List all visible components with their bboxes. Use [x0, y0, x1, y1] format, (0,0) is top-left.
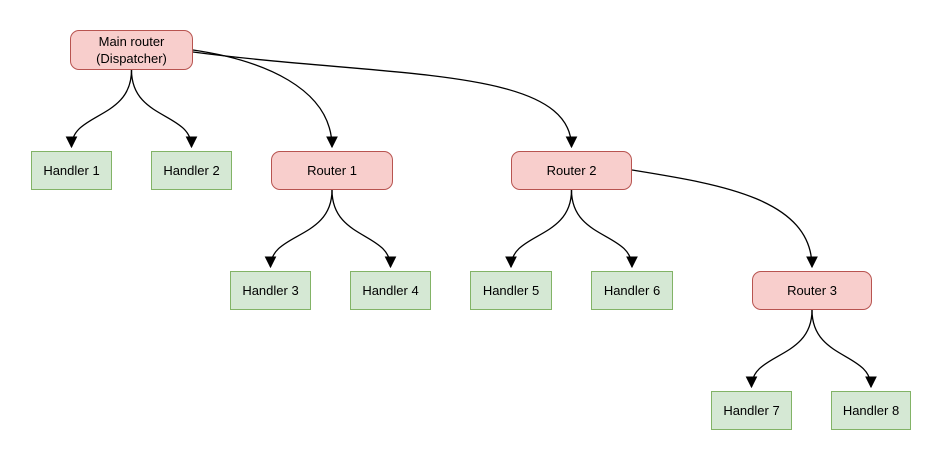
node-router-2: Router 2 [511, 151, 632, 190]
node-router-1-label: Router 1 [307, 163, 357, 178]
node-handler-8: Handler 8 [831, 391, 911, 430]
node-handler-2: Handler 2 [151, 151, 232, 190]
node-router-2-label: Router 2 [546, 163, 597, 178]
edge-main-to-router1 [192, 49, 338, 149]
node-handler-4: Handler 4 [350, 271, 431, 310]
node-handler-7-label: Handler 7 [723, 403, 780, 418]
node-main-router-label-line1: Main router [98, 34, 165, 49]
node-handler-5: Handler 5 [470, 271, 552, 310]
edge-router1-to-handler3 [264, 189, 333, 269]
node-handler-5-label: Handler 5 [482, 283, 540, 298]
node-handler-6-label: Handler 6 [603, 283, 661, 298]
node-router-3: Router 3 [752, 271, 872, 310]
node-main-router: Main router (Dispatcher) [70, 30, 193, 70]
node-handler-2-label: Handler 2 [163, 163, 220, 178]
node-handler-8-label: Handler 8 [842, 403, 900, 418]
node-router-1: Router 1 [271, 151, 393, 190]
node-handler-6: Handler 6 [591, 271, 673, 310]
node-handler-1: Handler 1 [31, 151, 112, 190]
edge-main-to-handler1 [65, 69, 133, 149]
node-router-3-label: Router 3 [787, 283, 837, 298]
edge-router1-to-handler4 [331, 189, 397, 269]
edge-main-to-router2 [192, 51, 578, 149]
node-main-router-label-line2: (Dispatcher) [96, 51, 167, 66]
node-handler-7: Handler 7 [711, 391, 792, 430]
edge-router2-to-router3 [631, 169, 818, 269]
edge-main-to-handler2 [130, 69, 198, 149]
node-handler-1-label: Handler 1 [43, 163, 100, 178]
edge-router2-to-handler5 [505, 189, 573, 269]
node-handler-4-label: Handler 4 [362, 283, 419, 298]
node-handler-3-label: Handler 3 [242, 283, 299, 298]
edge-router3-to-handler7 [745, 309, 813, 389]
node-handler-3: Handler 3 [230, 271, 311, 310]
edge-router3-to-handler8 [811, 309, 877, 389]
edge-router2-to-handler6 [570, 189, 638, 269]
